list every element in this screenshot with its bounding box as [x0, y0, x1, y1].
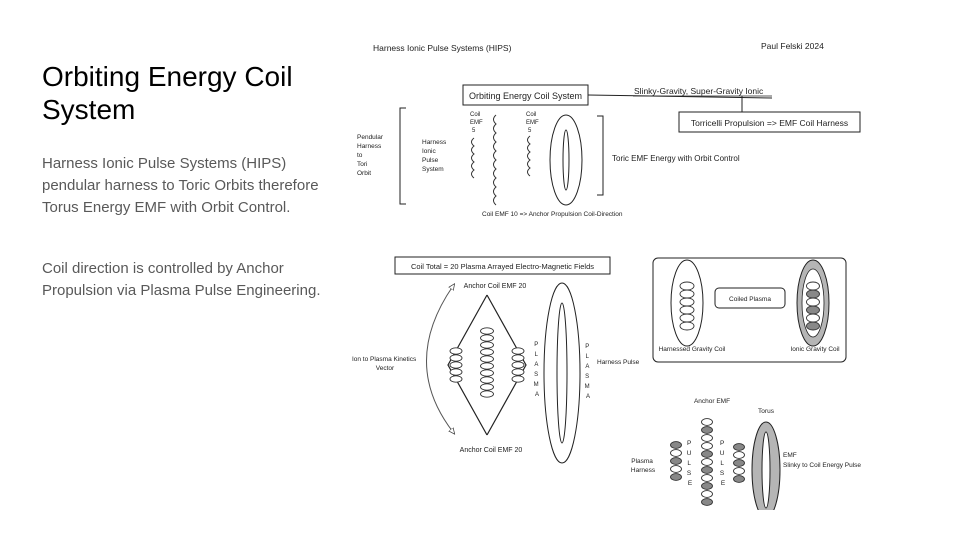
torricelli-label: Torricelli Propulsion => EMF Coil Harnes…: [691, 118, 848, 128]
torricelli-box: [678, 111, 861, 133]
pulse-letters-right: P U L S E: [720, 440, 727, 487]
link-line: [587, 94, 773, 99]
coil-emf5-left: [471, 137, 475, 179]
coiled-plasma-label: Coiled Plasma: [729, 296, 771, 303]
harnessed-coil-outline: [670, 259, 704, 347]
pulse-letters-left: P U L S E: [687, 440, 694, 487]
left-bracket: [399, 107, 406, 205]
coil-total-label: Coil Total = 20 Plasma Arrayed Electro-M…: [411, 262, 594, 271]
torus-inner-top: [562, 129, 570, 191]
anchor-emf-rings: [701, 418, 713, 506]
ring-column-right: [511, 347, 525, 383]
torus-label: Torus: [758, 408, 775, 415]
diagram-header-left: Harness Ionic Pulse Systems (HIPS): [373, 43, 512, 53]
kinetics-arrow: [426, 286, 454, 432]
coil2-label: Coil EMF 5: [526, 112, 540, 134]
emf-slinky-label: EMF Slinky to Coil Energy Pulse: [783, 452, 861, 469]
anchor-emf-label: Anchor EMF: [694, 398, 730, 405]
pulse-rings-right: [733, 443, 745, 483]
diamond-left: [447, 294, 488, 436]
body-paragraph-coil-direction: Coil direction is controlled by Anchor P…: [42, 260, 321, 299]
link-label: Slinky-Gravity, Super-Gravity Ionic: [634, 86, 764, 96]
ring-column-center: [480, 327, 494, 398]
coil-emf10-center: [493, 114, 497, 206]
ionic-coil-label: Ionic Gravity Coil: [790, 346, 840, 353]
coil-emf5-right: [527, 135, 531, 177]
plasma-letters-left: P L A S M A: [534, 342, 541, 398]
toric-label: Toric EMF Energy with Orbit Control: [612, 154, 740, 163]
diagram-header-right: Paul Felski 2024: [761, 41, 824, 51]
anchor-bottom-label: Anchor Coil EMF 20: [460, 447, 523, 454]
anchor-top-label: Anchor Coil EMF 20: [464, 283, 527, 290]
plasma-letters-right: P L A S M A: [585, 344, 592, 400]
harnessed-coil-label: Harnessed Gravity Coil: [659, 346, 726, 353]
ion-kinetics-label: Ion to Plasma Kinetics Vector: [352, 356, 418, 372]
body-paragraph-hips: Harness Ionic Pulse Systems (HIPS) pendu…: [42, 155, 319, 216]
pulse-rings-left: [670, 441, 682, 481]
top-bottom-label: Coil EMF 10 => Anchor Propulsion Coil-Di…: [482, 211, 623, 218]
harnessed-coil-rings: [679, 281, 695, 331]
torus-inner-middle: [556, 302, 568, 444]
diamond-right: [486, 294, 527, 436]
hips-label: Harness Ionic Pulse System: [422, 139, 448, 173]
coil-total-box: [394, 256, 611, 275]
slide-title: Orbiting Energy Coil System: [42, 61, 293, 125]
hips-diagram: Harness Ionic Pulse Systems (HIPS) Paul …: [352, 41, 861, 510]
right-bracket: [597, 115, 604, 196]
torus-outer-top: [549, 114, 583, 206]
pendular-label: Pendular Harness to Tori Orbit: [357, 134, 385, 177]
torus-outer-middle: [543, 282, 581, 464]
plasma-harness-label: Plasma Harness: [631, 458, 656, 474]
ring-column-left: [449, 347, 463, 383]
torus-bottom-inner: [761, 431, 771, 509]
main-system-label: Orbiting Energy Coil System: [469, 91, 582, 101]
ionic-coil-rings: [806, 281, 820, 331]
coil1-label: Coil EMF 5: [470, 112, 484, 134]
harness-pulse-label: Harness Pulse: [597, 359, 640, 366]
coiled-plasma-box: [714, 287, 786, 309]
